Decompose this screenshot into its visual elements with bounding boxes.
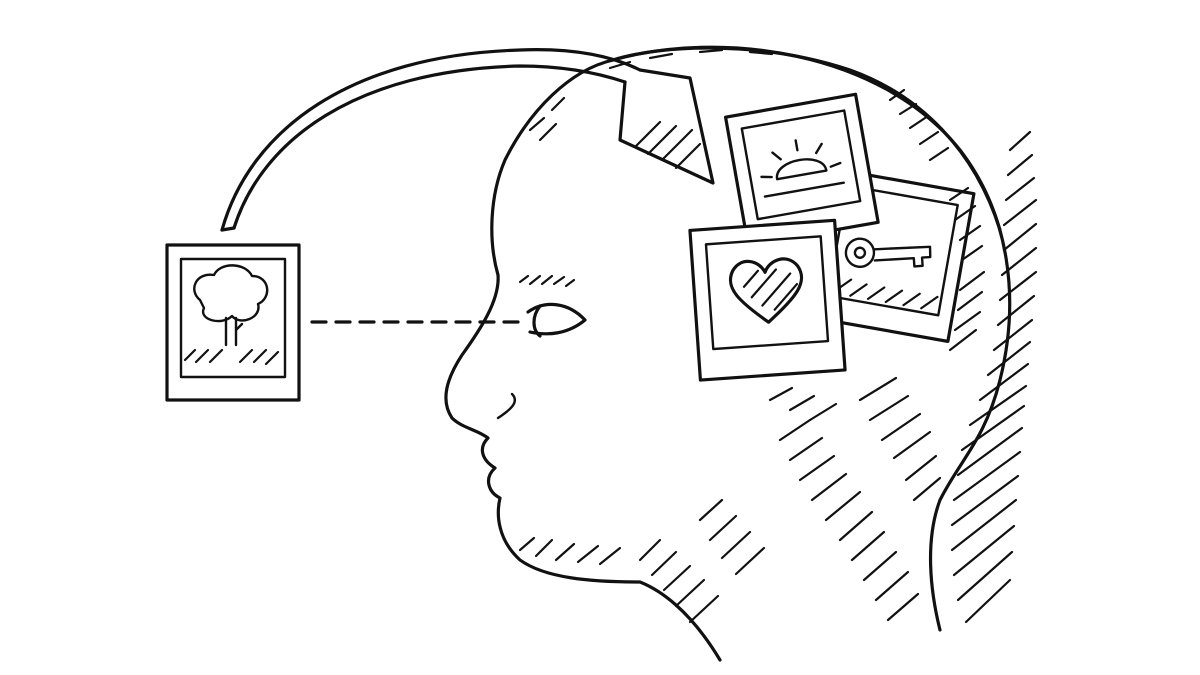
- memory-arrow: [220, 48, 715, 232]
- eye: [518, 274, 587, 338]
- heart-icon: [728, 257, 804, 324]
- heart-photo: [688, 218, 847, 382]
- head-shading: [518, 48, 1038, 624]
- head-profile: [444, 45, 1012, 662]
- key-icon: [844, 237, 932, 268]
- tree-icon: [183, 264, 280, 366]
- tree-photo: [165, 243, 301, 402]
- sun-icon: [760, 139, 845, 198]
